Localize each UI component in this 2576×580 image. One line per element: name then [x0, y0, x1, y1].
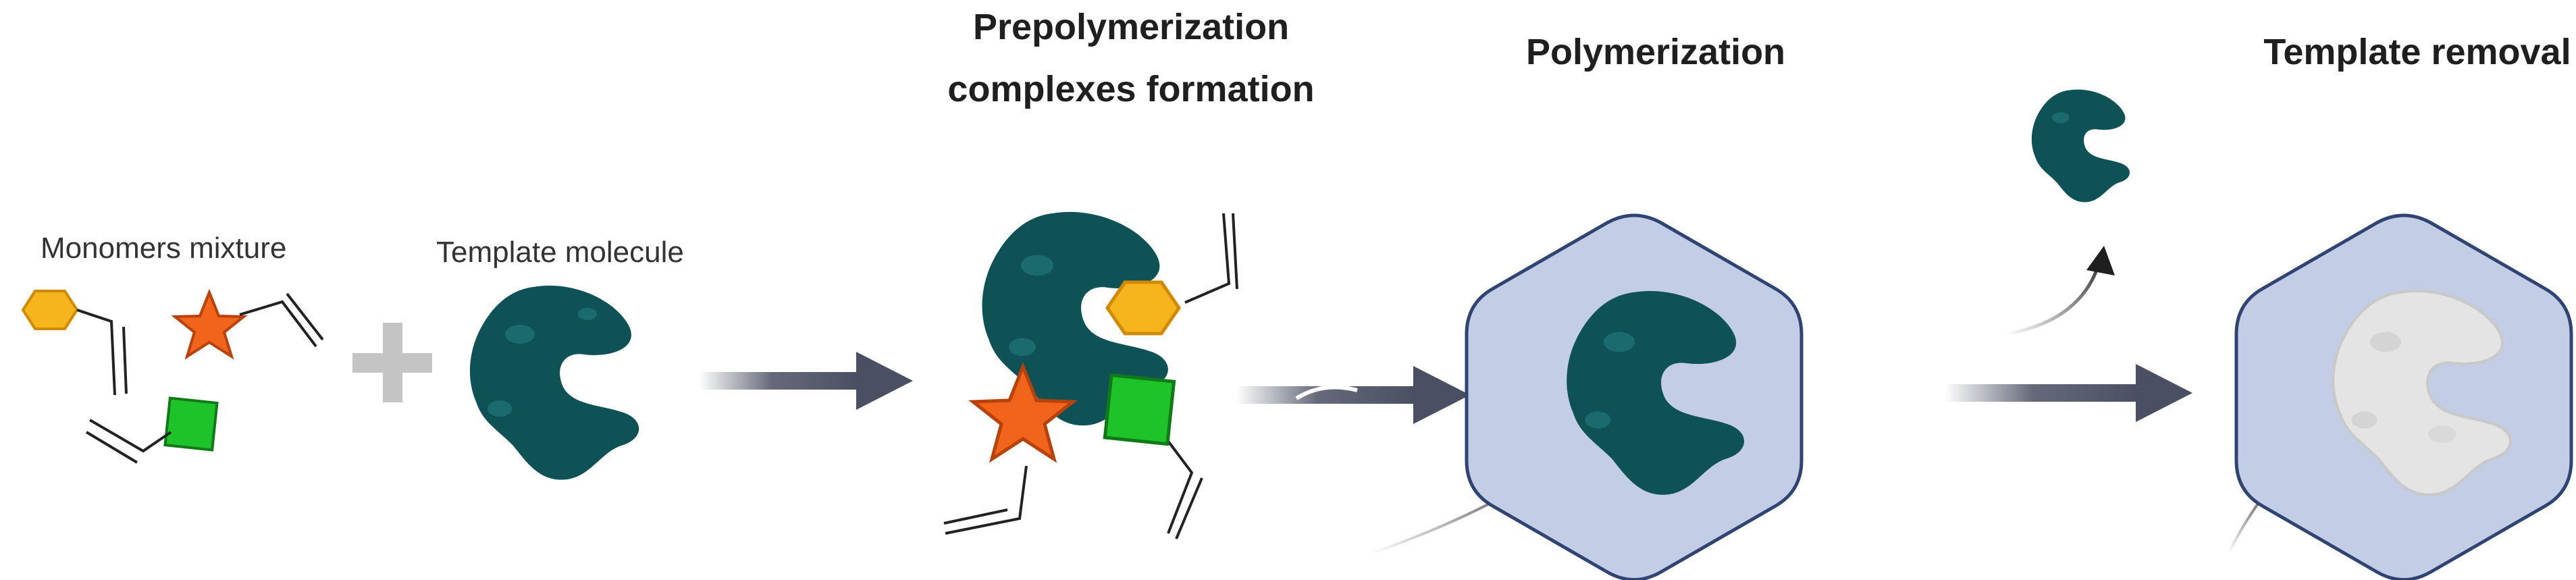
template-molecule-icon [1567, 290, 1745, 495]
star-monomer-icon [943, 362, 1078, 535]
template-molecule-icon [982, 211, 1168, 426]
square-monomer-icon [85, 396, 219, 464]
star-monomer-icon [171, 288, 324, 360]
template-molecule-icon [469, 286, 639, 480]
monomers-label: Monomers mixture [41, 232, 286, 265]
hexagon-monomer-icon [21, 290, 128, 396]
hexagon-monomer-icon [1105, 213, 1238, 336]
imprinted-cavity-icon [2234, 213, 2573, 580]
removal-arrow-line [2005, 259, 2102, 336]
template-removal-title: Template removal [2263, 32, 2571, 72]
template-label: Template molecule [436, 236, 684, 269]
prepolymerization-complex [943, 211, 1238, 539]
removed-template-icon [2031, 89, 2130, 203]
removal-arrow-head [2086, 246, 2115, 275]
polymerization-title: Polymerization [1526, 32, 1785, 72]
cavity-icon [2333, 291, 2511, 495]
polymer-matrix-icon [1465, 213, 1804, 580]
prepolymerization-title-line1: Prepolymerization [973, 7, 1289, 47]
arrow-icon [699, 352, 913, 410]
arrow-icon [1945, 364, 2192, 422]
arrow-icon [1236, 366, 1470, 424]
prepolymerization-title-line2: complexes formation [947, 69, 1314, 109]
square-monomer-icon [1103, 373, 1203, 539]
plus-icon [352, 323, 432, 402]
